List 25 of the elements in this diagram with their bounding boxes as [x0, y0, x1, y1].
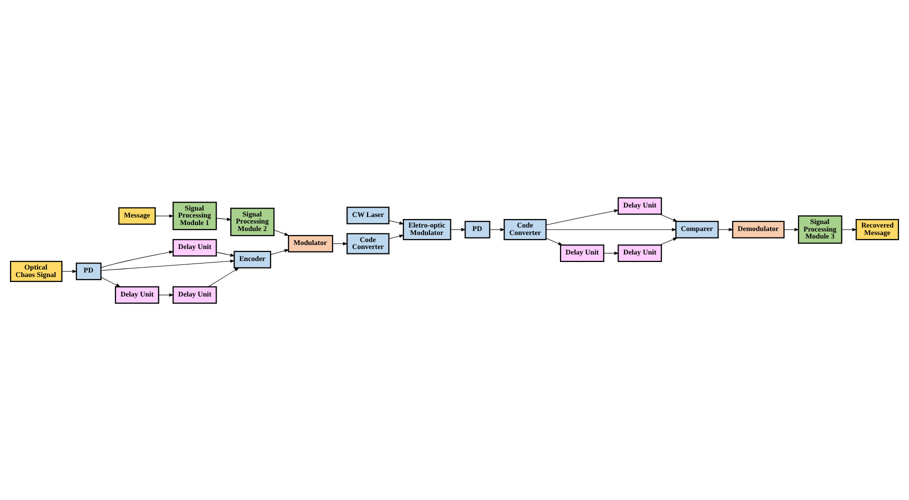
arrow	[216, 217, 232, 220]
arrow	[100, 250, 174, 268]
arrow	[100, 276, 121, 287]
arrow	[490, 227, 506, 231]
arrow	[546, 227, 677, 231]
arrow	[718, 227, 734, 231]
arrow	[158, 292, 174, 296]
arrow	[660, 236, 678, 245]
arrow	[216, 251, 235, 256]
arrow	[841, 227, 858, 231]
arrow	[660, 213, 678, 222]
arrow	[62, 269, 78, 273]
arrow	[208, 266, 240, 287]
arrow	[332, 242, 348, 245]
arrow	[603, 251, 620, 254]
arrow	[274, 229, 290, 236]
arrow	[546, 208, 619, 225]
arrow	[270, 248, 290, 254]
arrow	[155, 214, 174, 218]
arrow	[388, 234, 404, 238]
arrow	[450, 227, 466, 231]
arrow	[784, 227, 800, 231]
arrow	[388, 220, 404, 224]
arrow	[100, 259, 235, 270]
arrow	[546, 238, 563, 245]
